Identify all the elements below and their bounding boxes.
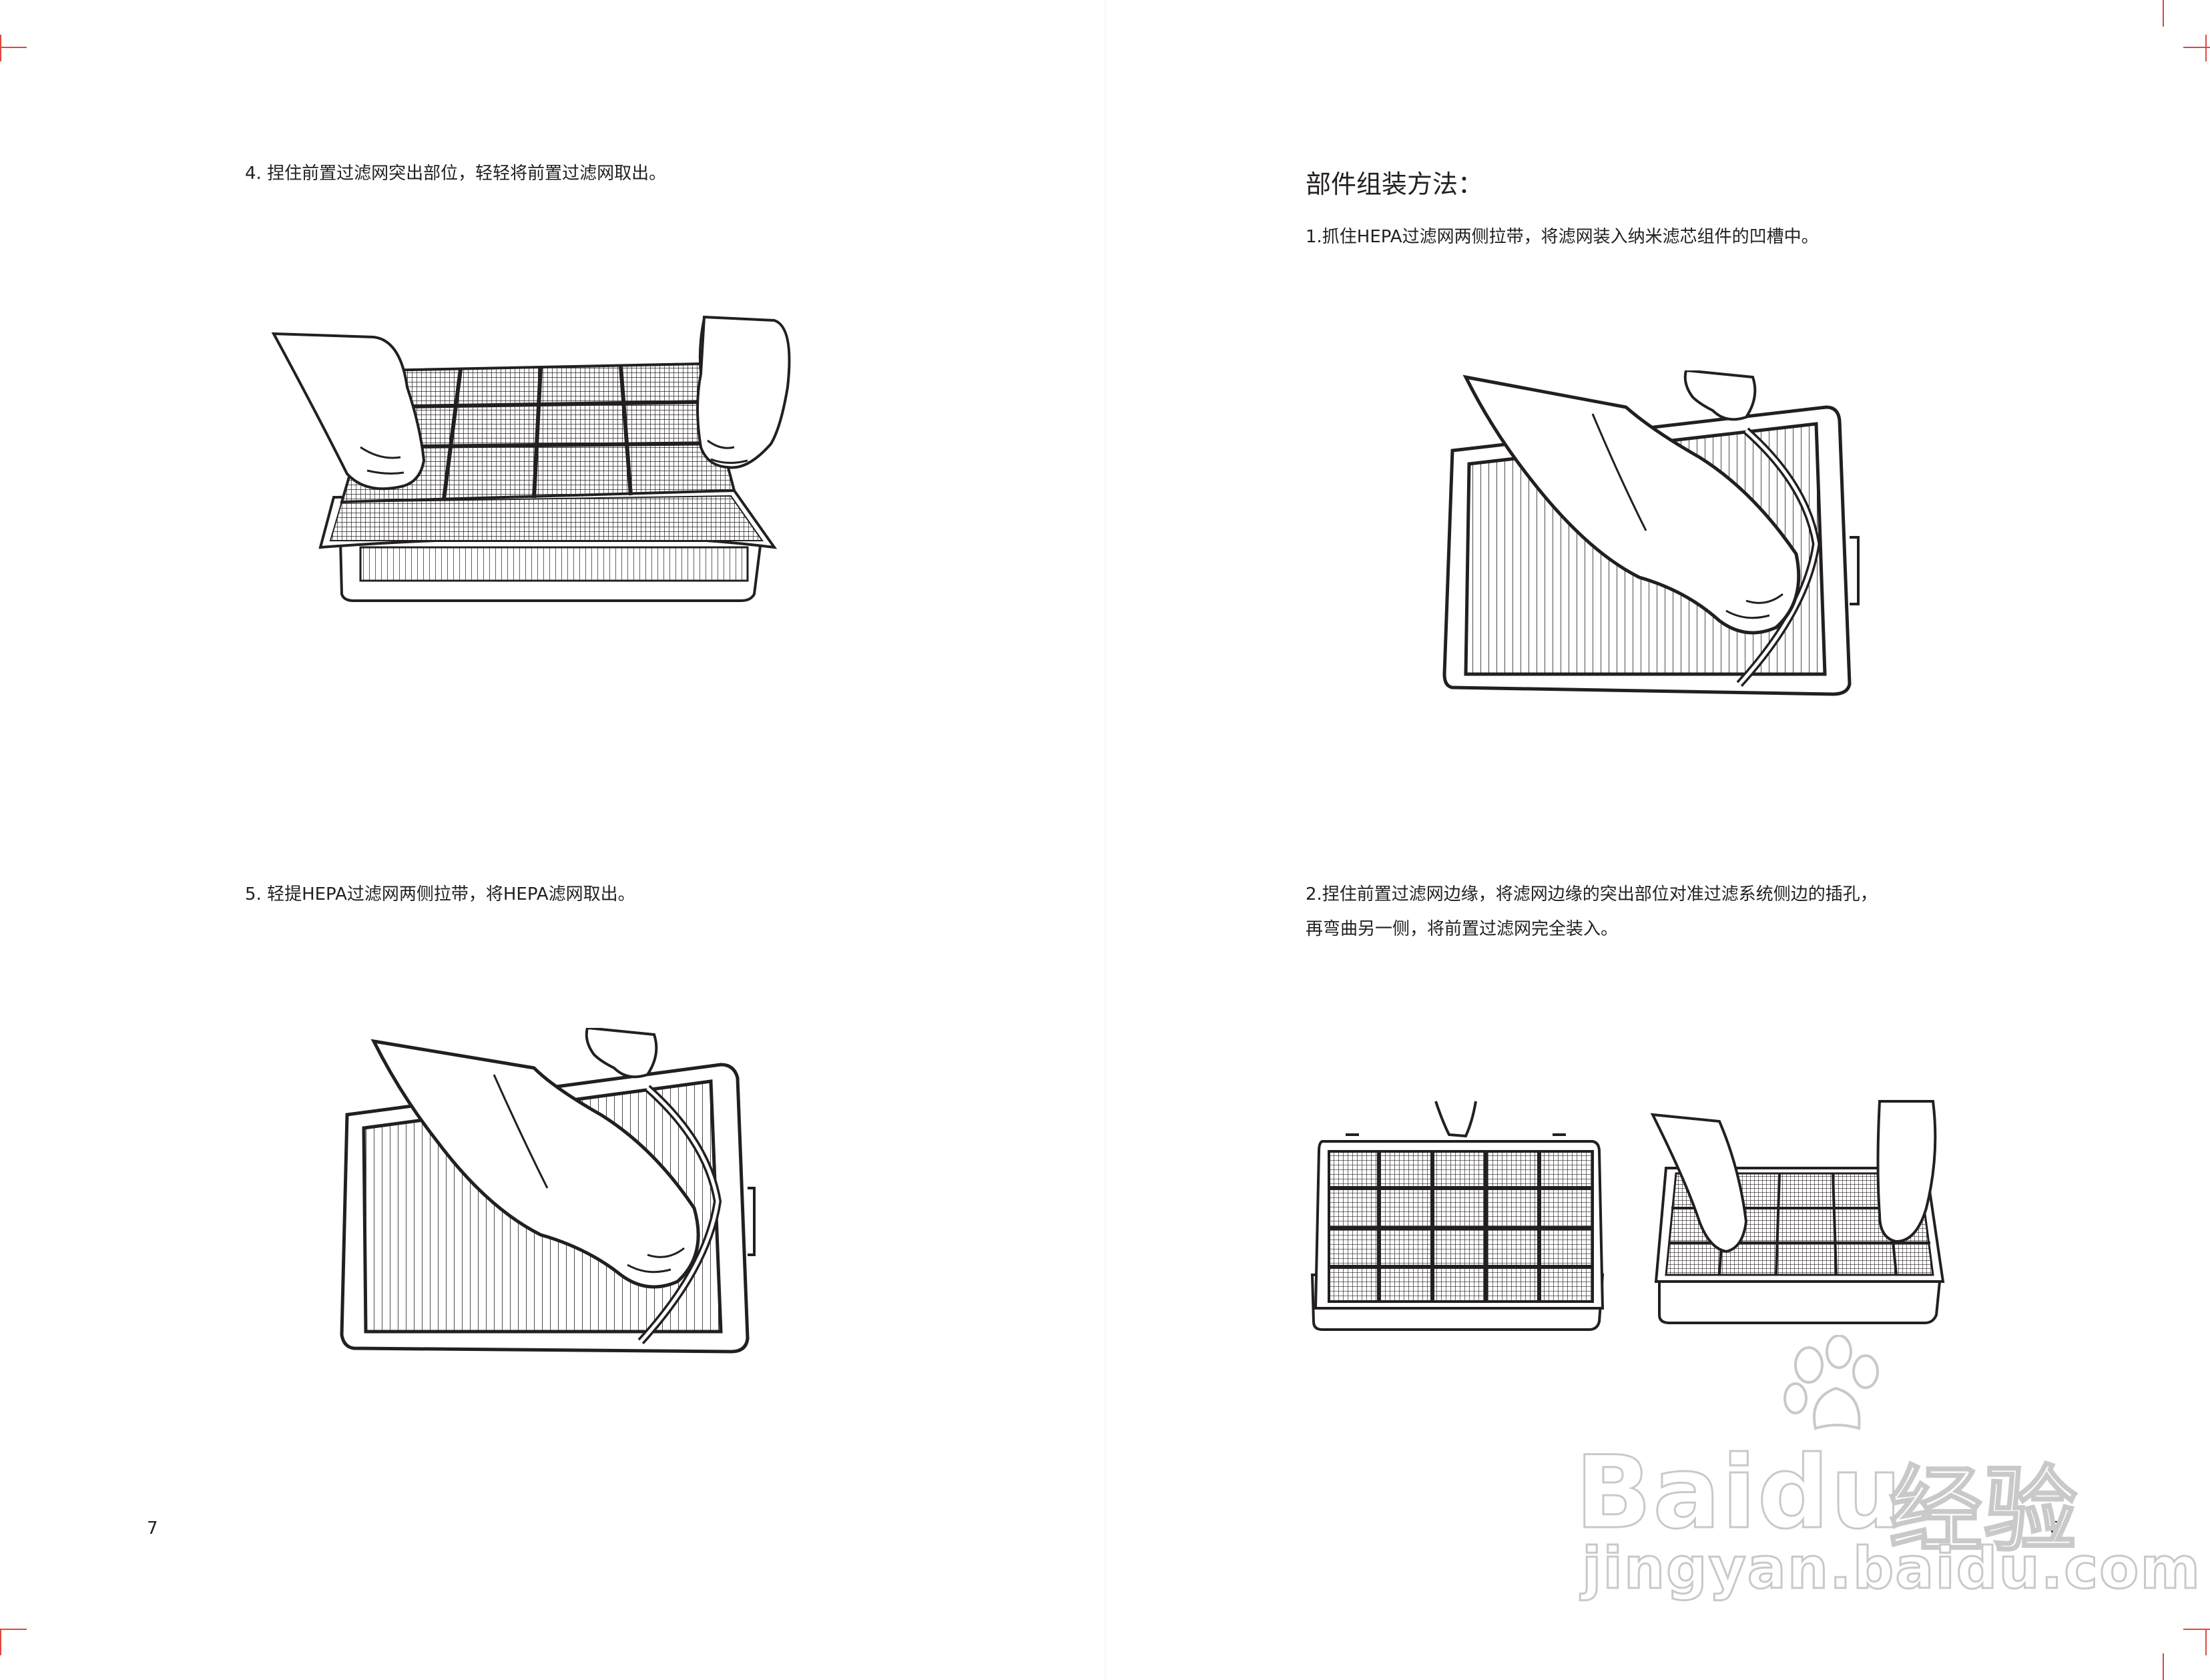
install-prefilter-press-illustration [1650, 1100, 1945, 1324]
watermark-brand-du: du [1756, 1434, 1904, 1553]
step2-text-line1: 2.捏住前置过滤网边缘，将滤网边缘的突出部位对准过滤系统侧边的插孔， [1306, 884, 1878, 904]
figure-insert-hepa [1432, 370, 1860, 704]
crop-mark [2205, 35, 2207, 61]
crop-mark [2205, 1629, 2207, 1655]
watermark-chinese: 经验 [1888, 1456, 2079, 1567]
step4-text: 4. 捏住前置过滤网突出部位，轻轻将前置过滤网取出。 [245, 164, 667, 184]
install-prefilter-tray-illustration [1310, 1101, 1605, 1331]
left-page: 4. 捏住前置过滤网突出部位，轻轻将前置过滤网取出。 [147, 164, 801, 1538]
step2-text-line2: 再弯曲另一侧，将前置过滤网完全装入。 [1306, 919, 1619, 939]
step1-text: 1.抓住HEPA过滤网两侧拉带，将滤网装入纳米滤芯组件的凹槽中。 [1306, 227, 1819, 247]
watermark-url: jingyan.baidu.com [1581, 1534, 2201, 1603]
page-number-right: 8 [2050, 1518, 2061, 1538]
remove-hepa-illustration [340, 1028, 756, 1354]
crop-mark [2163, 1653, 2164, 1680]
remove-prefilter-illustration [271, 315, 791, 602]
figure-remove-hepa [334, 1028, 774, 1362]
figure-install-prefilter-a [1306, 1095, 1613, 1348]
insert-hepa-illustration [1442, 370, 1860, 696]
crop-mark [0, 47, 27, 48]
page-number-left: 7 [147, 1518, 158, 1538]
assembly-heading: 部件组装方法： [1306, 170, 1484, 199]
watermark-brand: Baidu [1575, 1434, 1904, 1553]
paw-logo-icon [1783, 1335, 1879, 1430]
crop-mark [2183, 47, 2210, 48]
crop-mark [0, 35, 1, 61]
crop-mark [2183, 1629, 2210, 1630]
watermark-brand-bai: Bai [1575, 1434, 1757, 1553]
step5-text: 5. 轻提HEPA过滤网两侧拉带，将HEPA滤网取出。 [245, 884, 635, 904]
figure-remove-prefilter [267, 307, 801, 614]
baidu-jingyan-watermark: Baidu 经验 jingyan.baidu.com [1555, 1335, 2201, 1603]
crop-mark [0, 1629, 27, 1630]
figure-install-prefilter-b [1646, 1088, 1960, 1348]
crop-mark [0, 1629, 1, 1655]
crop-mark [2163, 0, 2164, 27]
right-page: 部件组装方法： 1.抓住HEPA过滤网两侧拉带，将滤网装入纳米滤芯组件的凹槽中。… [1105, 0, 2210, 1680]
